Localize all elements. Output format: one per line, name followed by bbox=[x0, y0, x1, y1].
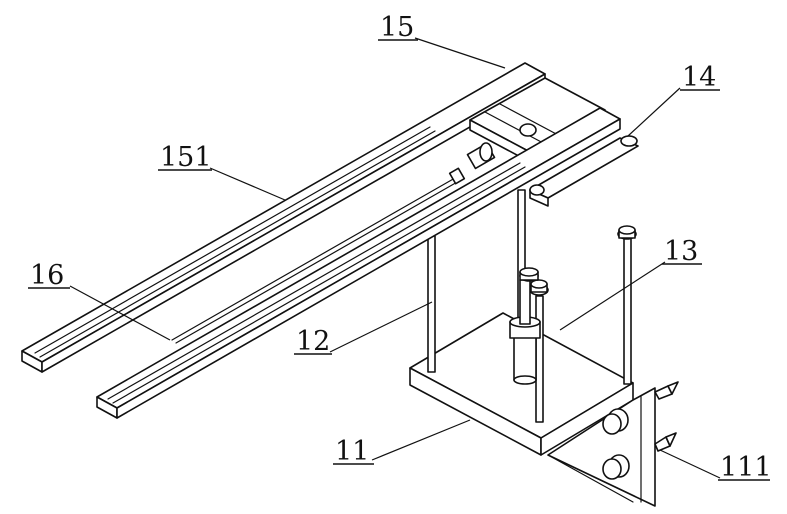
side-bracket bbox=[547, 381, 679, 507]
link-arm bbox=[529, 135, 639, 207]
label-111: 111 bbox=[720, 452, 772, 483]
label-11: 11 bbox=[335, 436, 369, 467]
label-151: 151 bbox=[160, 142, 212, 173]
label-16: 16 bbox=[30, 260, 64, 291]
lift-cylinder bbox=[509, 267, 541, 385]
label-15: 15 bbox=[380, 12, 414, 43]
callout-leaders bbox=[69, 37, 721, 479]
upper-rail bbox=[21, 62, 546, 373]
label-13: 13 bbox=[664, 236, 698, 267]
label-12: 12 bbox=[296, 326, 330, 357]
callout-labels: 15 14 151 16 13 12 11 111 bbox=[28, 12, 772, 483]
lower-rail bbox=[96, 107, 621, 419]
label-14: 14 bbox=[682, 62, 716, 93]
push-rod bbox=[171, 142, 496, 344]
